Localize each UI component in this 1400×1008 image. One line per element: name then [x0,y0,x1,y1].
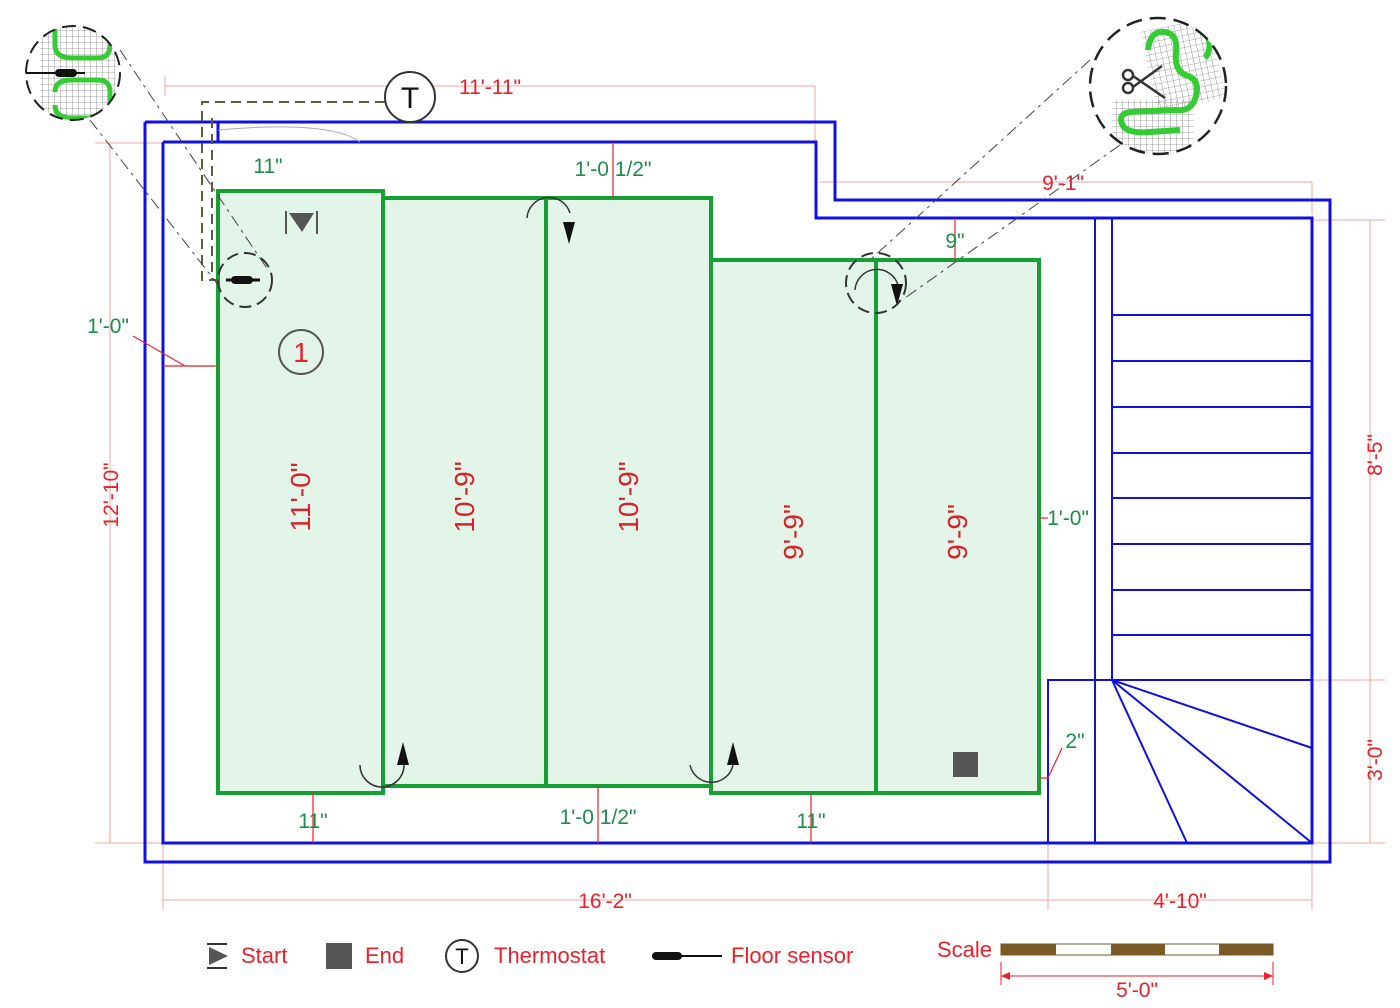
legend-thermostat: T Thermostat [445,939,605,973]
sensor-detail-zoom [25,25,121,121]
scissors-icon [1121,64,1166,100]
scale-label: Scale [937,937,992,962]
end-marker [953,752,978,777]
scale-length: 5'-0" [1116,979,1158,1002]
legend-start-label: Start [241,943,287,968]
dim-right-top-width: 9'-1" [1042,172,1084,195]
legend-sensor: Floor sensor [652,943,853,968]
legend-start: Start [207,943,287,969]
clearance-left: 1'-0" [87,315,129,338]
mat-1-length: 11'-0" [285,462,316,531]
clearance-top-middle: 1'-0 1/2" [575,158,652,181]
clearance-right: 1'-0" [1047,507,1089,530]
zoom-leaders [89,49,1121,299]
legend-sensor-label: Floor sensor [731,943,853,968]
start-marker [285,211,318,234]
zone-marker: 1 [278,329,324,375]
dim-right-lower-height: 3'-0" [1364,739,1387,781]
clearance-bottom-right: 2" [1065,730,1084,753]
arrow-heads [397,222,903,765]
legend-thermostat-label: Thermostat [494,943,605,968]
mat-5-length: 9'-9" [942,504,973,560]
scale-bar: Scale 5'-0" [937,937,1274,1002]
clearance-bottom-middle: 1'-0 1/2" [560,806,637,829]
dim-top-width: 11'-11" [459,76,521,99]
dim-left-height: 12'-10" [100,462,123,527]
legend-end-label: End [365,943,404,968]
thermostat-icon [445,939,479,973]
clearance-top-left: 11" [253,155,282,178]
mat-3-length: 10'-9" [613,461,644,532]
walls [143,120,1332,864]
end-icon [326,943,352,969]
mat-strip-5[interactable] [874,258,1041,795]
thermostat-wiring [201,101,385,281]
dim-right-upper-height: 8'-5" [1364,434,1387,476]
mat-strip-4[interactable] [709,258,878,795]
thermostat-symbol: T [384,71,436,123]
legend: Start End T Thermostat Floor sensor [207,939,853,973]
floor-sensor-icon [652,952,682,960]
turn-arrows [359,196,899,788]
cut-marker [845,252,907,314]
floor-sensor-marker [217,252,273,308]
outer-wall [143,120,1332,864]
legend-thermostat-symbol: T [455,944,468,969]
zone-number: 1 [293,337,309,368]
inner-wall [161,140,1314,845]
mat-strip-3[interactable] [544,196,713,788]
clearance-top-right: 9" [945,230,964,253]
legend-end: End [326,943,404,969]
cut-detail-zoom [1088,16,1228,156]
mat-length-labels: 11'-0" 10'-9" 10'-9" 9'-9" 9'-9" [285,461,973,560]
thermostat-letter: T [401,82,419,115]
clearance-bottom-left: 11" [298,810,327,833]
clearance-bottom-mid-right: 11" [796,810,825,833]
dim-bottom-right-width: 4'-10" [1153,890,1207,913]
dim-bottom-left-width: 16'-2" [578,890,632,913]
start-icon [209,947,228,965]
heating-mats [216,189,1041,795]
dimension-lines [95,76,1385,910]
staircase [1047,218,1313,844]
clearance-ticks [132,142,1063,843]
mat-2-length: 10'-9" [449,461,480,532]
mat-4-length: 9'-9" [778,504,809,560]
